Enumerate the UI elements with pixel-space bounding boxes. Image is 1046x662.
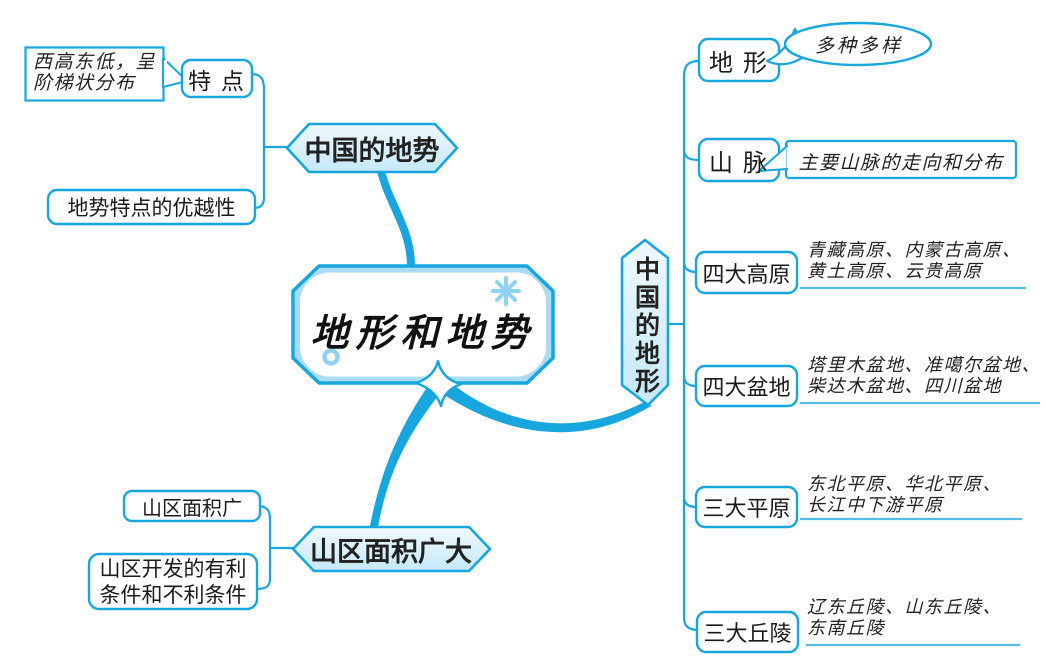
node-youyuexing-label: 地势特点的优越性 bbox=[67, 196, 236, 220]
pendi-note-line1: 塔里木盆地、准噶尔盆地、 bbox=[807, 355, 1041, 375]
pingyuan-note: 东北平原、华北平原、 长江中下游平原 bbox=[807, 474, 1002, 516]
shanqu-kaifa-line1: 山区开发的有利 bbox=[99, 557, 247, 581]
node-qiuling-box bbox=[695, 610, 800, 654]
gaoyuan-note-line2: 黄土高原、云贵高原 bbox=[807, 261, 983, 281]
callout-tail-mask2 bbox=[786, 147, 790, 168]
node-qiuling-label: 三大丘陵 bbox=[703, 621, 792, 646]
node-shanqu-mianji-guangda-label: 山区面积广大 bbox=[310, 536, 472, 567]
node-zhongguo-dishi-hexagon bbox=[285, 122, 459, 174]
node-shanqu-mianji-label: 山区面积广 bbox=[142, 497, 242, 520]
bubble-ellipse bbox=[783, 21, 933, 67]
shanmai-callout-text: 主要山脉的走向和分布 bbox=[798, 153, 1004, 174]
node-gaoyuan-box bbox=[694, 250, 799, 295]
terrain-feature-note: 西高东低，呈 阶梯状分布 bbox=[33, 52, 156, 94]
node-zhongguo-dixing-hexagon bbox=[620, 238, 670, 407]
node-pingyuan-box bbox=[694, 485, 799, 529]
terrain-feature-note-line2: 阶梯状分布 bbox=[33, 73, 136, 94]
pendi-note-line2: 柴达木盆地、四川盆地 bbox=[807, 376, 1002, 396]
bubble-duozhongduoyang: 多种多样 bbox=[814, 36, 903, 57]
terrain-feature-callout-box bbox=[24, 46, 165, 102]
curve-center-to-terrain bbox=[377, 167, 415, 270]
node-gaoyuan-label: 四大高原 bbox=[702, 261, 791, 287]
curve-center-to-landform bbox=[440, 379, 651, 433]
node-shanqu-kaifa-box bbox=[87, 552, 259, 611]
node-shanqu-kaifa-label: 山区开发的有利 条件和不利条件 bbox=[89, 557, 257, 607]
node-shanqu-mianji-box bbox=[122, 489, 262, 523]
pendi-note: 塔里木盆地、准噶尔盆地、 柴达木盆地、四川盆地 bbox=[807, 355, 1041, 397]
qiuling-note: 辽东丘陵、山东丘陵、 东南丘陵 bbox=[807, 597, 1002, 639]
pingyuan-note-line1: 东北平原、华北平原、 bbox=[807, 474, 1002, 494]
node-tedian-box bbox=[180, 58, 254, 99]
node-pendi-label: 四大盆地 bbox=[702, 375, 791, 400]
gaoyuan-note-line1: 青藏高原、内蒙古高原、 bbox=[807, 240, 1022, 260]
gaoyuan-note: 青藏高原、内蒙古高原、 黄土高原、云贵高原 bbox=[807, 240, 1022, 282]
node-youyuexing-box bbox=[46, 188, 257, 226]
terrain-children-bracket bbox=[249, 72, 266, 210]
shanqu-kaifa-line2: 条件和不利条件 bbox=[99, 583, 247, 607]
curve-center-to-mountain-area bbox=[370, 383, 442, 527]
node-tedian-label: 特 点 bbox=[188, 68, 246, 94]
elbow-shanmai bbox=[682, 148, 700, 162]
pingyuan-note-line2: 长江中下游平原 bbox=[807, 495, 944, 515]
central-topic-title: 地形和地势 bbox=[310, 310, 536, 355]
node-dixing-label: 地 形 bbox=[709, 50, 769, 77]
qiuling-note-line1: 辽东丘陵、山东丘陵、 bbox=[807, 597, 1002, 617]
qiuling-note-line2: 东南丘陵 bbox=[807, 618, 885, 638]
snowflake-icon bbox=[491, 276, 521, 306]
ring-icon bbox=[322, 348, 340, 366]
sparkle-star-icon bbox=[414, 359, 463, 408]
callout-tail-mask bbox=[164, 60, 167, 85]
landform-children-bracket bbox=[682, 59, 701, 632]
node-zhongguo-dishi-label: 中国的地势 bbox=[304, 135, 440, 166]
node-pendi-box bbox=[694, 364, 799, 408]
central-topic-inner bbox=[300, 272, 546, 377]
node-zhongguo-dixing-label: 中国的地形 bbox=[631, 256, 659, 396]
node-shanqu-mianji-guangda-hexagon bbox=[291, 525, 492, 573]
terrain-feature-note-line1: 西高东低，呈 bbox=[33, 52, 157, 73]
node-pingyuan-label: 三大平原 bbox=[702, 496, 791, 521]
node-shanmai-label: 山 脉 bbox=[709, 150, 769, 177]
